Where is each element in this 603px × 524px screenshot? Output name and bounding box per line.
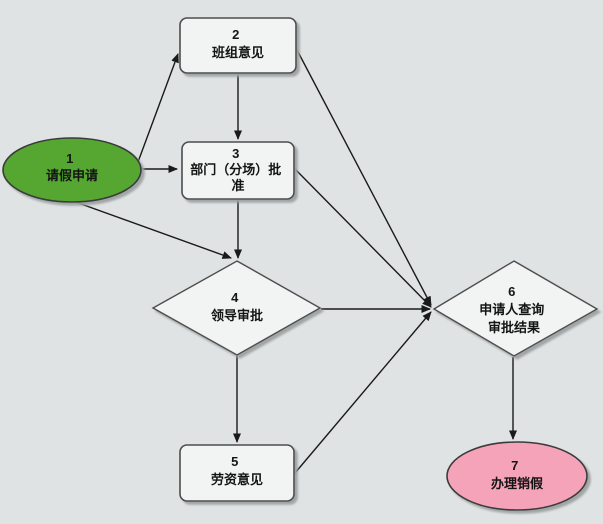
node-text: 4 领导审批 <box>211 289 263 323</box>
start-node-leave-request: 1 请假申请 <box>2 137 142 203</box>
node-text: 5 劳资意见 <box>211 453 263 487</box>
decision-diamond <box>432 260 599 357</box>
edges-layer <box>69 49 517 474</box>
edge-5-6 <box>294 311 432 474</box>
node-text: 1 请假申请 <box>46 150 98 183</box>
node-department-approval: 3 部门（分场）批 准 <box>181 141 295 200</box>
process-rect <box>179 444 295 502</box>
node-text: 7 办理销假 <box>491 457 544 491</box>
node-text: 2 班组意见 <box>212 26 264 60</box>
node-team-opinion: 2 班组意见 <box>179 17 297 74</box>
start-ellipse <box>2 137 142 203</box>
edge-3-6 <box>294 168 432 308</box>
edge-1-2 <box>137 53 179 163</box>
process-rect <box>179 17 297 74</box>
edge-1-4 <box>69 199 232 259</box>
end-ellipse <box>446 441 588 511</box>
decision-applicant-query-result: 6 申请人查询 审批结果 <box>432 260 599 357</box>
edge-2-6 <box>296 49 432 306</box>
process-rect <box>181 141 295 200</box>
node-text: 3 部门（分场）批 准 <box>190 145 285 193</box>
node-text: 6 申请人查询 审批结果 <box>479 283 548 335</box>
node-labor-opinion: 5 劳资意见 <box>179 444 295 502</box>
end-node-leave-cancellation: 7 办理销假 <box>446 441 588 511</box>
decision-diamond <box>151 260 322 356</box>
decision-leader-approval: 4 领导审批 <box>151 260 322 356</box>
